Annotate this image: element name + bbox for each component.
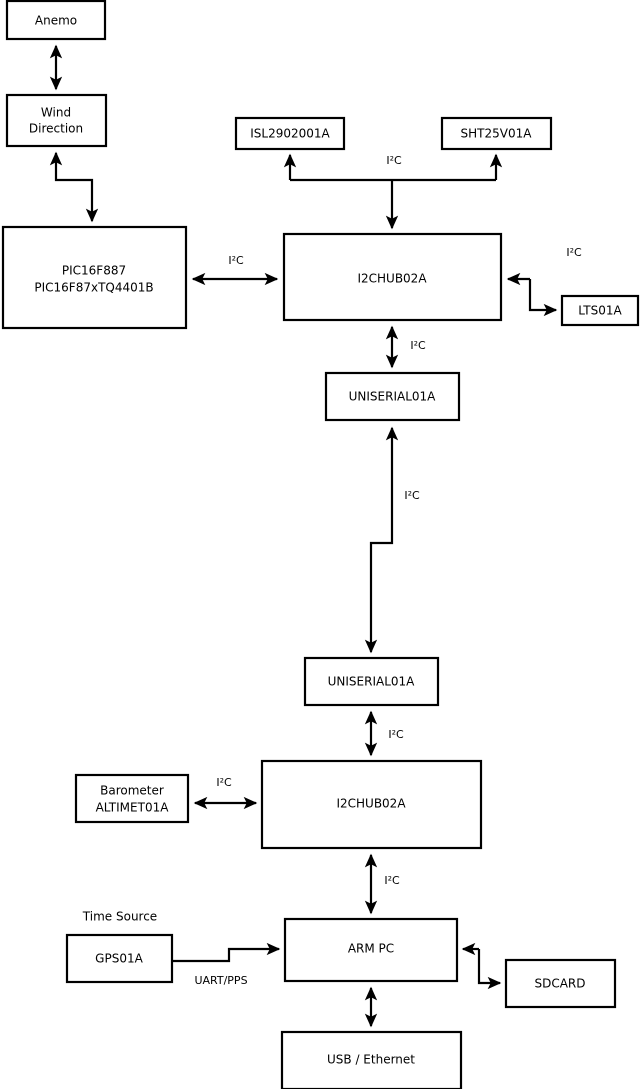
edge-uniseriallo-hubbot: I²C <box>364 710 404 757</box>
edge-label-hubtop-lts: I²C <box>566 246 582 259</box>
node-label-isl2902001a: ISL2902001A <box>250 127 330 141</box>
node-label-lts01a: LTS01A <box>578 304 622 318</box>
node-label-uniserial01a-lower: UNISERIAL01A <box>328 675 416 689</box>
node-anemo[interactable]: Anemo <box>5 0 107 41</box>
node-wind-direction[interactable]: Wind Direction <box>5 93 108 148</box>
node-sht25v01a[interactable]: SHT25V01A <box>440 116 553 151</box>
edge-pic-wind <box>49 151 99 223</box>
node-i2chub02a-top[interactable]: I2CHUB02A <box>282 232 503 322</box>
node-sdcard[interactable]: SDCARD <box>504 958 617 1009</box>
node-label-wind-direction-line1: Wind <box>41 106 71 120</box>
edge-armpc-sdcard <box>461 942 502 990</box>
node-label-pic-line2: PIC16F87xTQ4401B <box>34 281 153 295</box>
edge-gps-armpc: UART/PPS <box>172 942 281 987</box>
node-label-i2chub02a-bottom: I2CHUB02A <box>336 797 406 811</box>
edge-label-gps-armpc: UART/PPS <box>194 974 247 987</box>
node-label-i2chub02a-top: I2CHUB02A <box>357 272 427 286</box>
edge-uniserial-link: I²C <box>364 426 420 654</box>
edge-label-uniserial-link: I²C <box>404 489 420 502</box>
node-uniserial01a-upper[interactable]: UNISERIAL01A <box>324 371 461 422</box>
node-i2chub02a-bottom[interactable]: I2CHUB02A <box>260 759 483 850</box>
node-label-sdcard: SDCARD <box>534 977 585 991</box>
node-barometer[interactable]: Barometer ALTIMET01A <box>74 773 190 824</box>
node-label-sht25v01a: SHT25V01A <box>461 127 533 141</box>
node-label-gps01a: GPS01A <box>95 952 143 966</box>
edge-label-uniseriallo-hubbot: I²C <box>388 728 404 741</box>
node-label-usb-ethernet: USB / Ethernet <box>327 1053 415 1067</box>
edge-hubtop-uniserialup: I²C <box>385 325 426 369</box>
label-time-source: Time Source <box>82 910 157 924</box>
node-label-pic-line1: PIC16F887 <box>62 264 126 278</box>
node-arm-pc[interactable]: ARM PC <box>283 917 459 983</box>
node-pic-mcu[interactable]: PIC16F887 PIC16F87xTQ4401B <box>1 225 188 330</box>
node-lts01a[interactable]: LTS01A <box>560 294 640 327</box>
node-usb-ethernet[interactable]: USB / Ethernet <box>280 1030 463 1089</box>
node-label-arm-pc: ARM PC <box>348 942 394 956</box>
edge-hubbot-armpc: I²C <box>364 853 400 915</box>
edge-label-barometer-hubbot: I²C <box>216 776 232 789</box>
node-label-anemo: Anemo <box>35 14 77 28</box>
node-label-barometer-line2: ALTIMET01A <box>96 801 170 815</box>
edge-hubtop-lts: I²C <box>506 246 582 317</box>
edge-label-hubtop-isl-sht: I²C <box>386 154 402 167</box>
edge-barometer-hubbot: I²C <box>193 776 258 810</box>
edge-label-pic-hubtop: I²C <box>228 254 244 267</box>
node-label-barometer-line1: Barometer <box>100 784 164 798</box>
node-gps01a[interactable]: GPS01A <box>65 933 174 984</box>
node-label-uniserial01a-upper: UNISERIAL01A <box>349 390 437 404</box>
node-isl2902001a[interactable]: ISL2902001A <box>234 116 346 151</box>
edge-label-hubtop-uniserialup: I²C <box>410 339 426 352</box>
edge-label-hubbot-armpc: I²C <box>384 874 400 887</box>
edge-hubtop-isl-sht: I²C <box>283 153 503 230</box>
edge-pic-hubtop: I²C <box>191 254 279 286</box>
node-label-wind-direction-line2: Direction <box>29 122 83 136</box>
node-uniserial01a-lower[interactable]: UNISERIAL01A <box>303 656 440 707</box>
